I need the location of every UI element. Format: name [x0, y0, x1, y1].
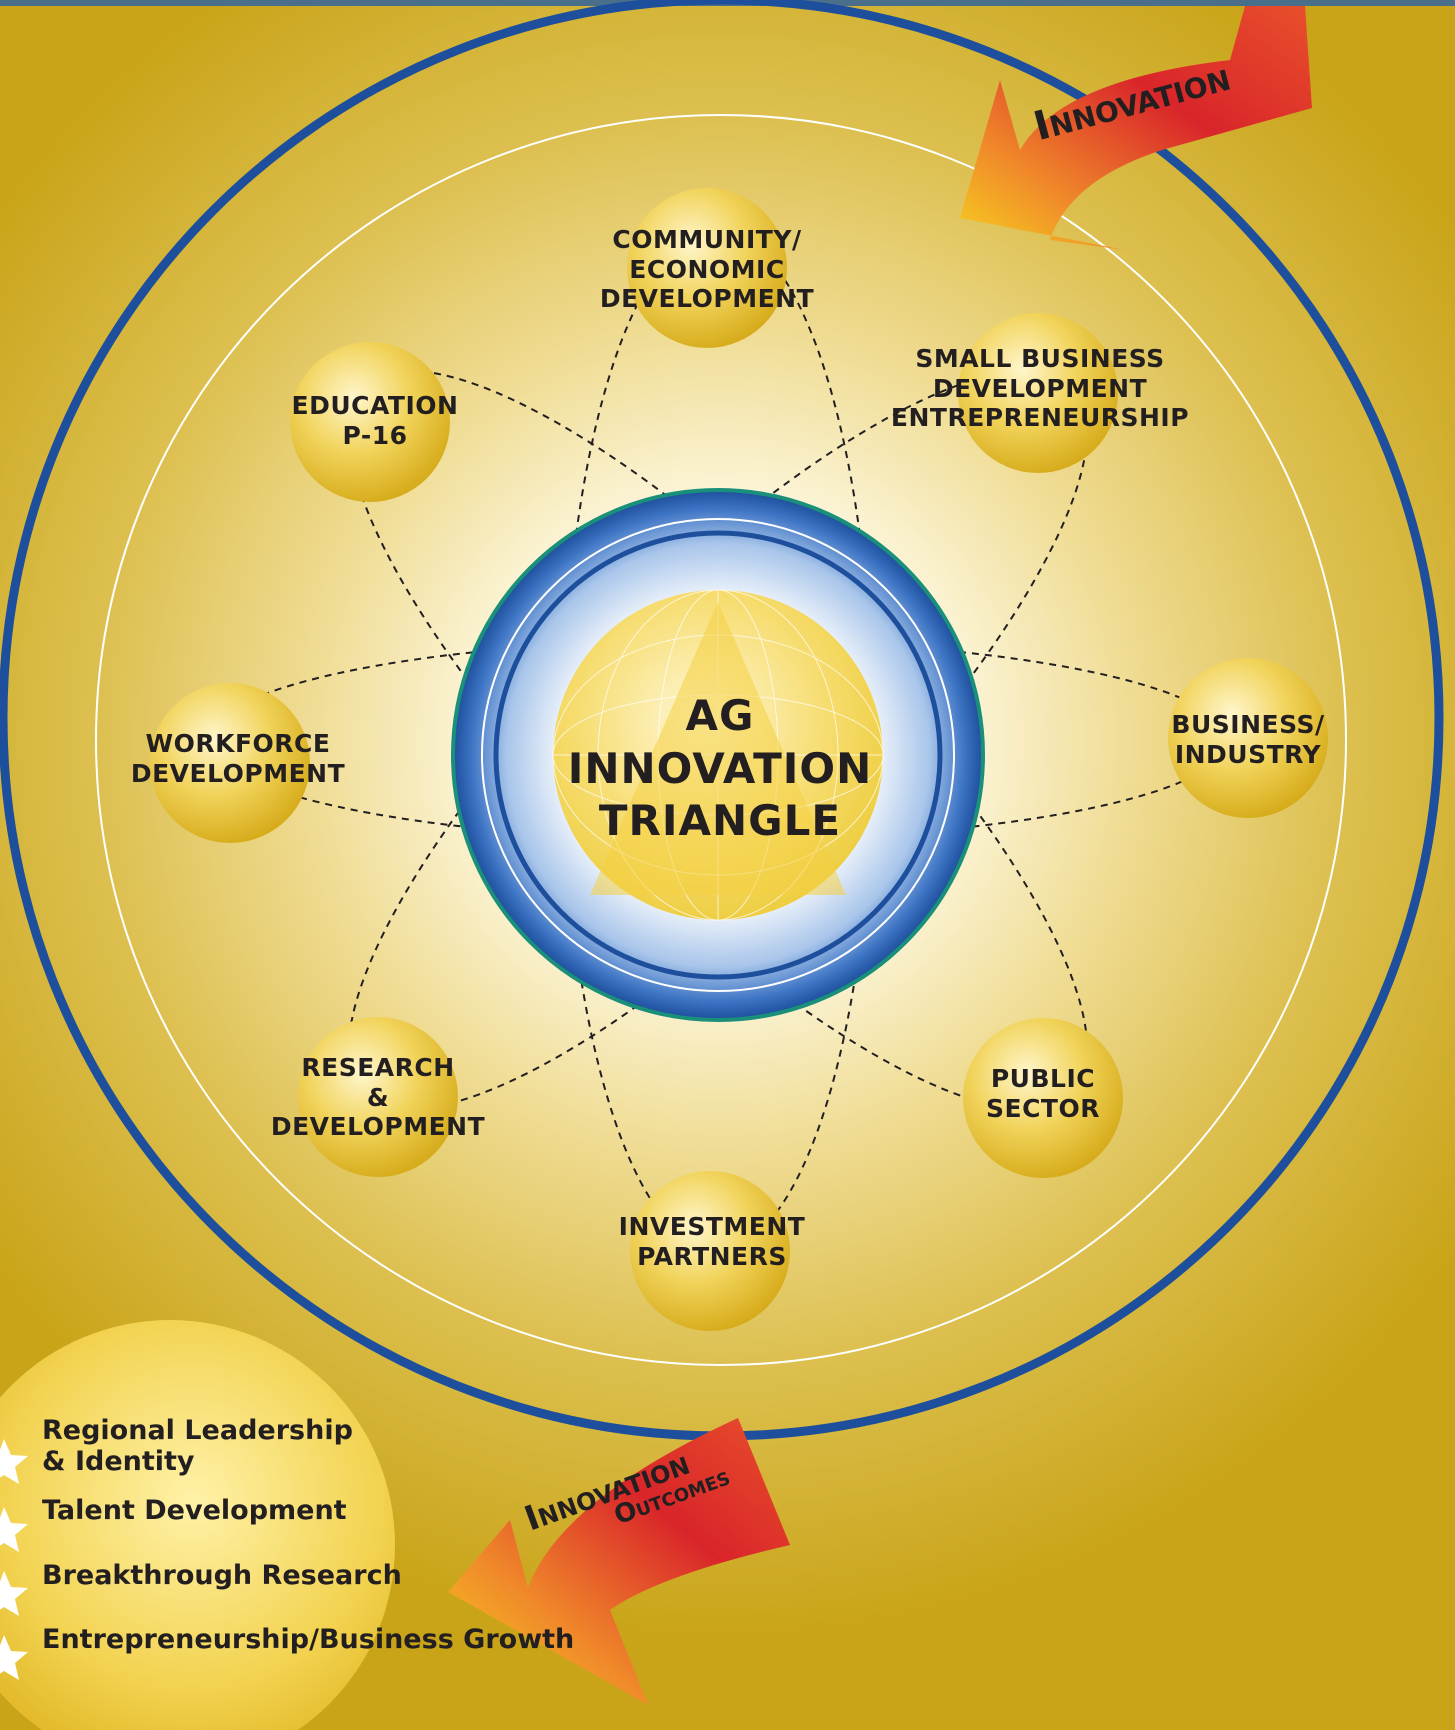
node-public-sector: PUBLIC SECTOR [933, 1064, 1153, 1123]
node-public-sphere [963, 1018, 1123, 1178]
center-title-line-3: TRIANGLE [598, 796, 842, 845]
node-business-line-2: INDUSTRY [1174, 739, 1322, 769]
node-research-line-3: DEVELOPMENT [270, 1112, 486, 1141]
node-small-business: SMALL BUSINESS DEVELOPMENT ENTREPRENEURS… [890, 344, 1190, 433]
center-title: AG INNOVATION TRIANGLE [500, 690, 940, 848]
outcome-text: Regional Leadership & Identity [42, 1415, 353, 1477]
star-icon-4 [0, 1635, 28, 1680]
node-investment-line-2: PARTNERS [637, 1241, 787, 1271]
node-investment-partners: INVESTMENT PARTNERS [592, 1212, 832, 1271]
node-investment-sphere [630, 1171, 790, 1331]
node-community-line-1: COMMUNITY/ [612, 225, 802, 254]
node-business-industry: BUSINESS/ INDUSTRY [1128, 710, 1368, 769]
node-small-business-line-2: DEVELOPMENT [932, 373, 1148, 403]
node-small-business-line-3: ENTREPRENEURSHIP [890, 403, 1190, 432]
outcome-item: Regional Leadership & Identity [0, 1415, 353, 1477]
outcome-text: Entrepreneurship/Business Growth [42, 1624, 574, 1655]
innovation-arrow [960, 6, 1312, 250]
node-research-line-2: & [366, 1082, 390, 1112]
node-workforce: WORKFORCE DEVELOPMENT [108, 729, 368, 788]
node-spheres [150, 188, 1328, 1331]
outcome-item: Breakthrough Research [0, 1560, 402, 1591]
outcomes-arrow [448, 1418, 790, 1705]
node-education-line-2: P-16 [342, 420, 408, 450]
outcome-line: & Identity [42, 1446, 195, 1478]
node-workforce-line-1: WORKFORCE [145, 729, 331, 758]
node-community: COMMUNITY/ ECONOMIC DEVELOPMENT [587, 225, 827, 314]
node-small-business-line-1: SMALL BUSINESS [915, 344, 1165, 373]
node-public-line-1: PUBLIC [990, 1064, 1096, 1093]
outcomes-circle [0, 1320, 395, 1730]
node-workforce-sphere [150, 683, 310, 843]
node-business-sphere [1168, 658, 1328, 818]
node-research: RESEARCH & DEVELOPMENT [248, 1053, 508, 1142]
node-public-line-2: SECTOR [986, 1093, 1100, 1123]
node-research-sphere [298, 1017, 458, 1177]
center-title-line-2: INNOVATION [567, 743, 873, 793]
node-community-line-3: DEVELOPMENT [599, 284, 815, 313]
outcome-line: Entrepreneurship/Business Growth [42, 1624, 575, 1655]
outcome-line: Breakthrough Research [42, 1560, 402, 1591]
node-education-sphere [290, 342, 450, 502]
node-community-sphere [627, 188, 787, 348]
triangle-icon [590, 602, 846, 895]
outcome-text: Talent Development [42, 1495, 347, 1526]
center-title-line-1: AG [685, 691, 755, 740]
node-community-line-2: ECONOMIC [629, 254, 785, 284]
outcome-line: Talent Development [42, 1495, 347, 1526]
outcome-text: Breakthrough Research [42, 1560, 402, 1591]
star-icon-3 [0, 1571, 28, 1616]
outcome-item: Entrepreneurship/Business Growth [0, 1624, 574, 1655]
node-investment-line-1: INVESTMENT [618, 1212, 806, 1241]
inner-ring [95, 114, 1347, 1366]
outcome-stars [0, 1439, 28, 1680]
node-education-line-1: EDUCATION [291, 391, 459, 420]
star-icon-2 [0, 1507, 28, 1552]
outcome-line: Regional Leadership [42, 1415, 353, 1446]
star-icon-1 [0, 1439, 28, 1484]
node-education: EDUCATION P-16 [255, 391, 495, 450]
node-business-line-1: BUSINESS/ [1171, 710, 1325, 739]
node-research-line-1: RESEARCH [301, 1053, 455, 1082]
outcome-item: Talent Development [0, 1495, 347, 1526]
node-small-business-sphere [958, 313, 1118, 473]
node-workforce-line-2: DEVELOPMENT [130, 758, 346, 788]
